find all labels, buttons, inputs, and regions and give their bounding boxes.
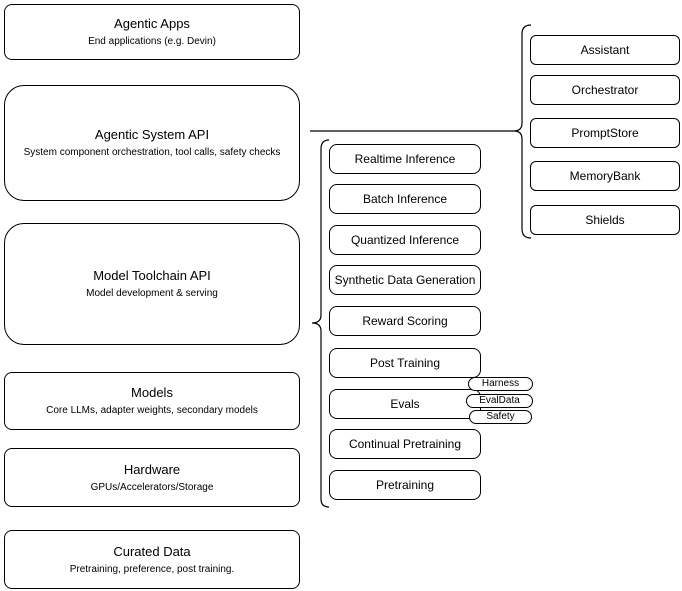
node-label: Reward Scoring <box>362 314 448 328</box>
node-label: Batch Inference <box>362 192 448 206</box>
node-pretraining: Pretraining <box>329 470 481 500</box>
node-subtitle: GPUs/Accelerators/Storage <box>90 481 214 493</box>
node-assistant: Assistant <box>530 35 680 65</box>
node-subtitle: Pretraining, preference, post training. <box>69 563 235 575</box>
node-agentic-apps: Agentic Apps End applications (e.g. Devi… <box>4 4 300 60</box>
node-title: Hardware <box>123 461 181 477</box>
node-continual-pretraining: Continual Pretraining <box>329 429 481 459</box>
node-title: Agentic System API <box>94 127 210 142</box>
node-title: Model Toolchain API <box>93 268 211 283</box>
node-title: Agentic Apps <box>114 16 190 31</box>
pill-label: EvalData <box>479 395 520 406</box>
node-orchestrator: Orchestrator <box>530 75 680 105</box>
node-subtitle: System component orchestration, tool cal… <box>23 147 281 158</box>
node-subtitle: Model development & serving <box>86 288 218 299</box>
pill-evaldata: EvalData <box>466 394 533 408</box>
node-label: Realtime Inference <box>354 152 456 166</box>
node-batch-inference: Batch Inference <box>329 184 481 214</box>
node-label: Synthetic Data Generation <box>334 273 476 287</box>
node-memorybank: MemoryBank <box>530 161 680 191</box>
pill-safety: Safety <box>469 410 532 424</box>
toolchain-bracket <box>311 139 330 508</box>
node-label: Orchestrator <box>571 83 639 97</box>
node-label: Continual Pretraining <box>348 437 462 451</box>
node-label: Evals <box>390 397 420 411</box>
node-model-toolchain-api: Model Toolchain API Model development & … <box>4 223 300 345</box>
node-quantized-inference: Quantized Inference <box>329 225 481 255</box>
node-realtime-inference: Realtime Inference <box>329 144 481 174</box>
node-reward-scoring: Reward Scoring <box>329 306 481 336</box>
pill-harness: Harness <box>468 377 533 391</box>
node-synthetic-data-generation: Synthetic Data Generation <box>329 265 481 295</box>
node-label: PromptStore <box>571 126 639 140</box>
pill-label: Harness <box>481 378 520 389</box>
node-label: Quantized Inference <box>350 233 460 247</box>
node-post-training: Post Training <box>329 348 481 378</box>
node-subtitle: End applications (e.g. Devin) <box>88 36 216 47</box>
node-label: Pretraining <box>375 478 435 492</box>
system-bracket <box>513 24 532 239</box>
node-title: Curated Data <box>113 543 191 559</box>
node-hardware: Hardware GPUs/Accelerators/Storage <box>4 448 300 507</box>
node-evals: Evals <box>329 389 481 419</box>
node-label: MemoryBank <box>569 169 641 183</box>
node-models: Models Core LLMs, adapter weights, secon… <box>4 372 300 430</box>
node-title: Models <box>131 385 173 400</box>
node-curated-data: Curated Data Pretraining, preference, po… <box>4 530 300 589</box>
node-promptstore: PromptStore <box>530 118 680 148</box>
node-label: Shields <box>585 213 625 227</box>
pill-label: Safety <box>486 411 515 422</box>
node-subtitle: Core LLMs, adapter weights, secondary mo… <box>46 405 258 416</box>
node-agentic-system-api: Agentic System API System component orch… <box>4 85 300 201</box>
node-label: Assistant <box>580 43 630 57</box>
node-shields: Shields <box>530 205 680 235</box>
node-label: Post Training <box>369 356 441 370</box>
